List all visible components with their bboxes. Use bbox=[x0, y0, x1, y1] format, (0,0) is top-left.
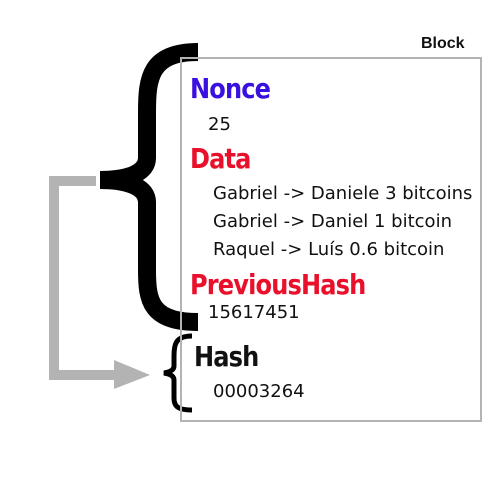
hash-heading: Hash bbox=[194, 340, 259, 373]
previous-hash-heading: PreviousHash bbox=[190, 268, 366, 301]
transaction-1: Gabriel -> Daniele 3 bitcoins bbox=[213, 183, 473, 204]
previous-hash-value: 15617451 bbox=[208, 302, 300, 323]
hash-value: 00003264 bbox=[213, 381, 305, 402]
transaction-2: Gabriel -> Daniel 1 bitcoin bbox=[213, 211, 452, 232]
connector-arrow bbox=[49, 176, 118, 380]
large-curly-brace-icon bbox=[99, 43, 199, 331]
block-container bbox=[180, 57, 482, 422]
nonce-heading: Nonce bbox=[190, 72, 271, 105]
nonce-value: 25 bbox=[208, 114, 231, 135]
data-heading: Data bbox=[190, 142, 251, 175]
block-label: Block bbox=[421, 35, 465, 52]
transaction-3: Raquel -> Luís 0.6 bitcoin bbox=[213, 239, 445, 260]
small-curly-brace-icon bbox=[163, 333, 193, 413]
arrow-head bbox=[114, 360, 150, 389]
